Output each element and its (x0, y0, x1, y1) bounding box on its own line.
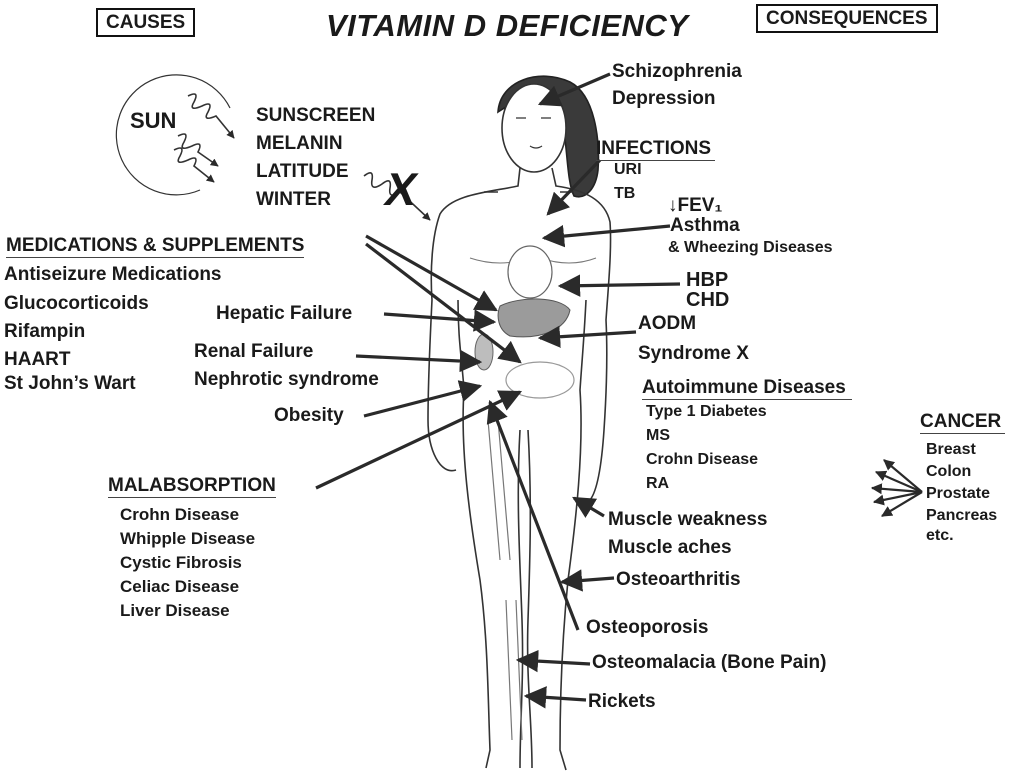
cancer-item: Colon (926, 463, 972, 480)
rickets-label: Rickets (588, 691, 656, 712)
osteomalacia-label: Osteomalacia (Bone Pain) (592, 652, 827, 673)
hepatic-failure-label: Hepatic Failure (216, 303, 353, 324)
page-title: VITAMIN D DEFICIENCY (326, 8, 689, 43)
causes-heading: CAUSES (96, 8, 196, 37)
sun-factor: MELANIN (256, 133, 343, 154)
depression-label: Depression (612, 88, 716, 109)
sun-ray-squiggles (173, 93, 431, 221)
cancer-arrows (870, 459, 923, 517)
sun-factor: WINTER (256, 189, 331, 210)
uri-label: URI (614, 161, 642, 178)
aodm-label: AODM (638, 313, 697, 334)
malabsorption-item: Liver Disease (120, 601, 230, 620)
malabsorption-item: Cystic Fibrosis (120, 553, 242, 572)
medication-item: Glucocorticoids (4, 293, 149, 314)
schizophrenia-label: Schizophrenia (612, 61, 742, 82)
hbp-label: HBP (686, 269, 729, 291)
renal-failure-label: Renal Failure (194, 341, 314, 362)
medication-item: St John’s Wart (4, 373, 136, 394)
human-figure (427, 75, 612, 771)
medication-item: Rifampin (4, 321, 86, 342)
malabsorption-item: Whipple Disease (120, 529, 256, 548)
autoimmune-heading: Autoimmune Diseases (642, 378, 852, 400)
sun-label: SUN (130, 108, 177, 133)
cancer-item: Breast (926, 441, 976, 458)
autoimmune-item: RA (646, 475, 670, 492)
autoimmune-item: Type 1 Diabetes (646, 403, 767, 420)
nephrotic-syndrome-label: Nephrotic syndrome (194, 369, 379, 390)
sun-factor: SUNSCREEN (256, 105, 376, 126)
cancer-item: Prostate (926, 485, 991, 502)
fev-label: ↓FEV₁ (668, 195, 723, 216)
wheezing-label: & Wheezing Diseases (668, 239, 833, 256)
muscle-weakness-label: Muscle weakness (608, 509, 768, 530)
chd-label: CHD (686, 289, 730, 311)
osteoporosis-label: Osteoporosis (586, 617, 709, 638)
sun-factor: LATITUDE (256, 161, 349, 182)
medication-item: HAART (4, 349, 71, 370)
consequences-heading: CONSEQUENCES (756, 4, 938, 33)
syndrome-x-label: Syndrome X (638, 343, 749, 364)
cancer-item: Pancreas (926, 507, 998, 524)
cancer-heading: CANCER (920, 412, 1006, 434)
autoimmune-item: MS (646, 427, 670, 444)
malabsorption-item: Celiac Disease (120, 577, 240, 596)
muscle-aches-label: Muscle aches (608, 537, 732, 558)
asthma-label: Asthma (670, 215, 740, 236)
medication-item: Antiseizure Medications (4, 264, 222, 285)
obesity-label: Obesity (274, 405, 344, 426)
malabsorption-item: Crohn Disease (120, 505, 240, 524)
tb-label: TB (614, 185, 636, 202)
autoimmune-item: Crohn Disease (646, 451, 759, 468)
infections-heading: INFECTIONS (596, 139, 716, 161)
osteoarthritis-label: Osteoarthritis (616, 569, 741, 590)
cancer-item: etc. (926, 527, 954, 544)
sun-circle (115, 74, 231, 196)
medications-heading: MEDICATIONS & SUPPLEMENTS (6, 235, 305, 258)
diagram-arrows (315, 72, 681, 709)
malabsorption-heading: MALABSORPTION (108, 475, 276, 498)
